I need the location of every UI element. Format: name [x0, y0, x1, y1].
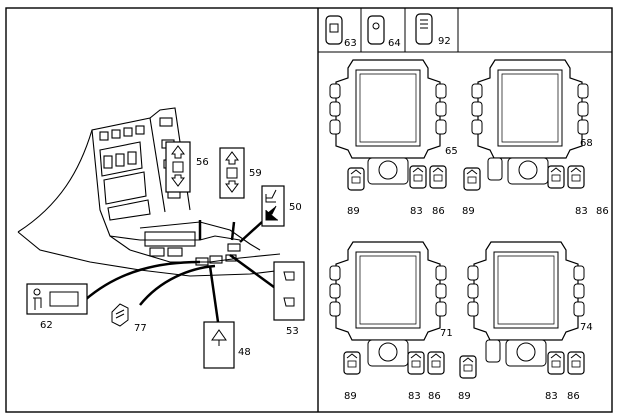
seat-heating-icon [265, 189, 277, 203]
label-68: 68 [580, 138, 593, 149]
label-48: 48 [238, 347, 251, 358]
mirror-switch: 53 [273, 261, 305, 337]
label-89b: 89 [462, 206, 475, 217]
label-83d: 83 [545, 391, 558, 402]
label-89c: 89 [344, 391, 357, 402]
frame-assembly-74: 74 89 83 86 [458, 241, 593, 402]
mirror-icon [283, 271, 295, 281]
label-83a: 83 [410, 206, 423, 217]
label-53: 53 [286, 326, 299, 337]
seat-heating-switch: 50 [261, 185, 302, 227]
label-59: 59 [249, 168, 262, 179]
label-83b: 83 [575, 206, 588, 217]
window-switch-59: 59 [219, 147, 262, 199]
label-62: 62 [40, 320, 53, 331]
label-71: 71 [440, 328, 453, 339]
seat-occupant-switch: 62 [26, 283, 88, 331]
leader-lines [84, 220, 279, 323]
label-89a: 89 [347, 206, 360, 217]
label-92: 92 [438, 36, 451, 47]
frame-assembly-71: 71 89 83 86 [329, 241, 453, 402]
outer-border [5, 7, 613, 413]
switch-92: 92 [415, 13, 451, 47]
label-64: 64 [388, 38, 401, 49]
frame-assembly-68: 68 89 83 86 [462, 59, 609, 217]
switch-64: 64 [367, 15, 401, 49]
hazard-switch: 48 [203, 321, 251, 369]
frame-assembly-65: 65 89 83 86 [329, 59, 458, 217]
label-89d: 89 [458, 391, 471, 402]
center-console [17, 107, 301, 277]
label-86a: 86 [432, 206, 445, 217]
label-74: 74 [580, 322, 593, 333]
label-56: 56 [196, 157, 209, 168]
switch-63: 63 [325, 15, 357, 49]
label-86d: 86 [567, 391, 580, 402]
seat-occupant-icon [33, 288, 41, 296]
label-77: 77 [134, 323, 147, 334]
connector-77: 77 [111, 303, 147, 334]
label-86b: 86 [596, 206, 609, 217]
label-63: 63 [344, 38, 357, 49]
label-65: 65 [445, 146, 458, 157]
label-50: 50 [289, 202, 302, 213]
window-switch-56: 56 [165, 141, 209, 193]
window-up-down-icon [171, 145, 185, 159]
label-83c: 83 [408, 391, 421, 402]
label-86c: 86 [428, 391, 441, 402]
